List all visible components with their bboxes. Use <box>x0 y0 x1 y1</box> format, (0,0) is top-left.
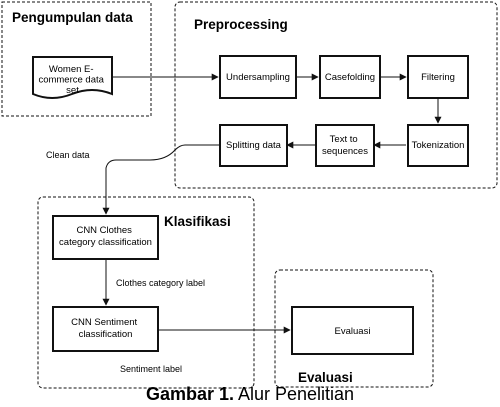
edge-label-sentiment: Sentiment label <box>120 364 182 374</box>
group-pengumpulan-data <box>1 1 152 117</box>
group-title-preprocessing: Preprocessing <box>194 17 288 32</box>
node-filtering <box>407 55 469 99</box>
node-filtering-label: Filtering <box>421 72 455 83</box>
node-tokenization-label: Tokenization <box>412 140 465 151</box>
group-title-evaluasi: Evaluasi <box>298 370 353 385</box>
node-undersampling <box>219 55 297 99</box>
node-text-to-sequences-label: Text to sequences <box>322 134 368 157</box>
figure-caption: Gambar 1. Alur Penelitian <box>0 384 500 404</box>
node-casefolding <box>319 55 381 99</box>
edge-label-clothes-category: Clothes category label <box>116 278 205 288</box>
node-cnn-sentiment-label: CNN Sentiment classification <box>71 317 140 340</box>
node-cnn-sentiment <box>52 306 159 352</box>
edge-label-clean-data: Clean data <box>46 150 90 160</box>
node-splitting-data <box>219 124 288 167</box>
group-title-pengumpulan: Pengumpulan data <box>12 10 133 25</box>
node-cnn-clothes-category <box>52 215 159 260</box>
node-text-to-sequences <box>315 124 375 167</box>
caption-text: Alur Penelitian <box>233 384 355 404</box>
caption-label: Gambar 1. <box>145 384 234 404</box>
node-casefolding-label: Casefolding <box>325 72 375 83</box>
group-title-klasifikasi: Klasifikasi <box>164 214 231 229</box>
group-klasifikasi <box>37 196 255 389</box>
node-dataset <box>32 56 113 99</box>
node-dataset-label: Women E- commerce data set <box>38 64 106 96</box>
edge-splitting-to-cnn-category <box>102 144 220 215</box>
group-preprocessing <box>174 1 498 189</box>
node-evaluasi-label: Evaluasi <box>335 326 371 337</box>
node-undersampling-label: Undersampling <box>226 72 290 83</box>
node-evaluasi <box>291 306 414 355</box>
node-cnn-clothes-category-label: CNN Clothes category classification <box>59 225 152 248</box>
node-tokenization <box>407 124 469 167</box>
node-splitting-data-label: Splitting data <box>226 140 282 151</box>
